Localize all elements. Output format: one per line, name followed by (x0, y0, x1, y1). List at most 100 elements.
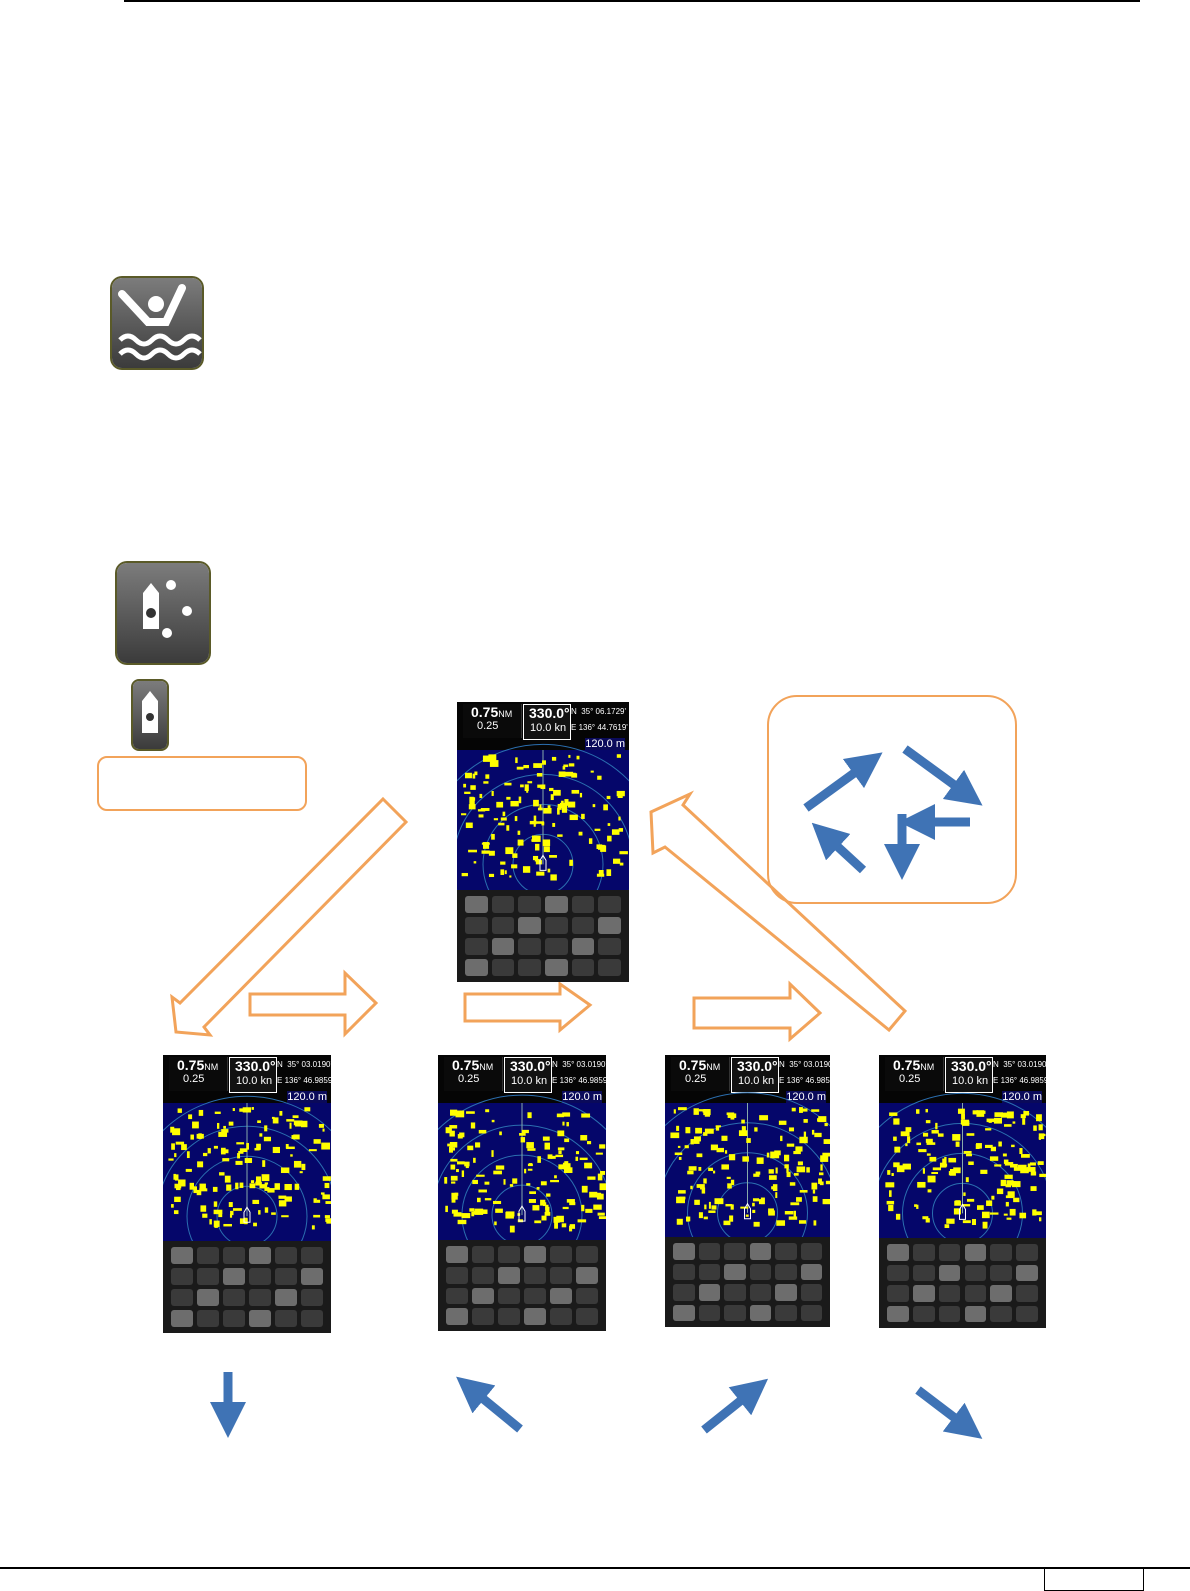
function-icon-button[interactable] (491, 959, 515, 976)
function-icon-button[interactable] (724, 1243, 746, 1260)
function-icon-button[interactable] (275, 1247, 297, 1264)
function-icon-button[interactable] (301, 1268, 323, 1285)
function-icon-button[interactable] (171, 1268, 193, 1285)
function-icon-button[interactable] (550, 1246, 572, 1263)
function-icon-button[interactable] (223, 1268, 245, 1285)
function-icon-button[interactable] (472, 1308, 494, 1325)
function-icon-button[interactable] (446, 1246, 468, 1263)
function-icon-button[interactable] (698, 1243, 720, 1260)
function-icon-button[interactable] (598, 917, 621, 934)
function-icon-button[interactable] (550, 1308, 572, 1325)
function-icon-button[interactable] (698, 1284, 720, 1301)
function-icon-button[interactable] (964, 1244, 987, 1261)
function-icon-button[interactable] (990, 1305, 1013, 1322)
function-icon-button[interactable] (223, 1247, 245, 1264)
function-icon-button[interactable] (571, 938, 595, 955)
function-icon-button[interactable] (446, 1266, 468, 1284)
function-icon-button[interactable] (938, 1285, 961, 1302)
function-icon-button[interactable] (775, 1243, 797, 1260)
function-icon-button[interactable] (446, 1287, 468, 1305)
function-icon-button[interactable] (1016, 1264, 1038, 1281)
function-icon-button[interactable] (576, 1287, 598, 1305)
function-icon-button[interactable] (465, 938, 488, 955)
function-icon-button[interactable] (275, 1289, 297, 1306)
function-icon-button[interactable] (518, 938, 541, 955)
function-icon-button[interactable] (598, 896, 621, 913)
function-icon-button[interactable] (301, 1247, 323, 1264)
function-icon-button[interactable] (598, 938, 621, 955)
function-icon-button[interactable] (301, 1289, 323, 1306)
function-icon-button[interactable] (576, 1246, 598, 1263)
function-icon-button[interactable] (472, 1246, 494, 1263)
function-icon-button[interactable] (598, 959, 621, 976)
function-icon-button[interactable] (912, 1264, 935, 1281)
function-icon-button[interactable] (171, 1310, 193, 1327)
function-icon-button[interactable] (249, 1289, 271, 1306)
function-icon-button[interactable] (800, 1304, 822, 1321)
function-icon-button[interactable] (1016, 1244, 1038, 1261)
function-icon-button[interactable] (223, 1289, 245, 1306)
function-icon-button[interactable] (800, 1243, 822, 1260)
function-icon-button[interactable] (1016, 1305, 1038, 1322)
function-icon-button[interactable] (571, 896, 595, 913)
function-icon-button[interactable] (197, 1310, 219, 1327)
function-icon-button[interactable] (545, 938, 568, 955)
function-icon-button[interactable] (197, 1268, 219, 1285)
function-icon-button[interactable] (301, 1310, 323, 1327)
function-icon-button[interactable] (171, 1289, 193, 1306)
range-readout[interactable]: 0.75NM 0.25 (169, 1057, 228, 1091)
function-icon-button[interactable] (912, 1305, 935, 1322)
function-icon-button[interactable] (673, 1243, 695, 1260)
function-icon-button[interactable] (550, 1287, 572, 1305)
function-icon-button[interactable] (498, 1246, 520, 1263)
function-icon-button[interactable] (518, 896, 541, 913)
function-icon-button[interactable] (990, 1244, 1013, 1261)
function-icon-button[interactable] (724, 1263, 746, 1280)
function-icon-button[interactable] (749, 1284, 771, 1301)
function-icon-button[interactable] (938, 1244, 961, 1261)
function-icon-button[interactable] (249, 1247, 271, 1264)
function-icon-button[interactable] (964, 1285, 987, 1302)
function-icon-button[interactable] (498, 1287, 520, 1305)
range-readout[interactable]: 0.75NM 0.25 (671, 1057, 730, 1091)
function-icon-button[interactable] (749, 1304, 771, 1321)
function-icon-button[interactable] (491, 938, 515, 955)
function-icon-button[interactable] (938, 1305, 961, 1322)
function-icon-button[interactable] (524, 1308, 546, 1325)
function-icon-button[interactable] (465, 896, 488, 913)
function-icon-button[interactable] (223, 1310, 245, 1327)
function-icon-button[interactable] (964, 1305, 987, 1322)
function-icon-button[interactable] (887, 1264, 909, 1281)
function-icon-button[interactable] (724, 1304, 746, 1321)
function-icon-button[interactable] (275, 1310, 297, 1327)
function-icon-button[interactable] (887, 1305, 909, 1322)
function-icon-button[interactable] (249, 1268, 271, 1285)
function-icon-button[interactable] (197, 1247, 219, 1264)
function-icon-button[interactable] (887, 1285, 909, 1302)
function-icon-button[interactable] (571, 959, 595, 976)
function-icon-button[interactable] (518, 959, 541, 976)
function-icon-button[interactable] (990, 1285, 1013, 1302)
function-icon-button[interactable] (472, 1287, 494, 1305)
function-icon-button[interactable] (465, 917, 488, 934)
function-icon-button[interactable] (912, 1244, 935, 1261)
function-icon-button[interactable] (749, 1243, 771, 1260)
function-icon-button[interactable] (518, 917, 541, 934)
range-readout[interactable]: 0.75NM 0.25 (885, 1057, 944, 1091)
function-icon-button[interactable] (498, 1266, 520, 1284)
function-icon-button[interactable] (775, 1304, 797, 1321)
function-icon-button[interactable] (673, 1304, 695, 1321)
function-icon-button[interactable] (524, 1266, 546, 1284)
function-icon-button[interactable] (576, 1266, 598, 1284)
function-icon-button[interactable] (545, 917, 568, 934)
function-icon-button[interactable] (446, 1308, 468, 1325)
function-icon-button[interactable] (576, 1308, 598, 1325)
function-icon-button[interactable] (673, 1263, 695, 1280)
function-icon-button[interactable] (472, 1266, 494, 1284)
function-icon-button[interactable] (673, 1284, 695, 1301)
function-icon-button[interactable] (491, 917, 515, 934)
function-icon-button[interactable] (249, 1310, 271, 1327)
function-icon-button[interactable] (938, 1264, 961, 1281)
function-icon-button[interactable] (990, 1264, 1013, 1281)
function-icon-button[interactable] (545, 959, 568, 976)
